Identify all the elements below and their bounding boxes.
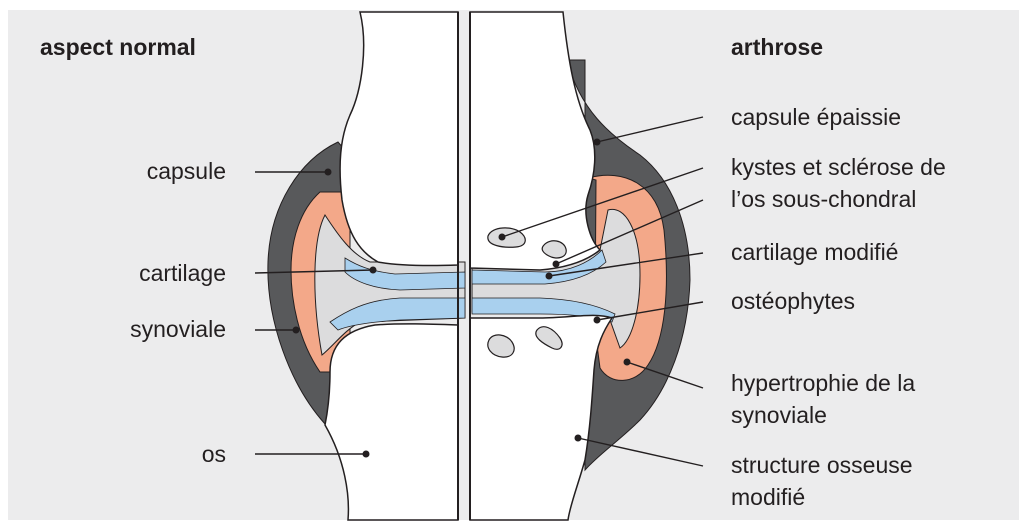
pointer-dot [624, 359, 631, 366]
title-arthrosis: arthrose [731, 34, 823, 60]
pointer-dot [363, 451, 370, 458]
pointer-dot [594, 139, 601, 146]
label-structure-line1: structure osseuse [731, 452, 913, 478]
pointer-dot [553, 261, 560, 268]
pointer-dot [546, 273, 553, 280]
pointer-dot [293, 327, 300, 334]
label-kystes-line1: kystes et sclérose de [731, 154, 946, 180]
pointer-dot [575, 435, 582, 442]
label-hypertrophie-line1: hypertrophie de la [731, 370, 915, 396]
label-cartilage: cartilage [139, 260, 226, 286]
pointer-dot [325, 169, 332, 176]
label-capsule-epaissie: capsule épaissie [731, 104, 901, 130]
pointer-dot [370, 267, 377, 274]
label-kystes-line2: l’os sous-chondral [731, 186, 916, 212]
label-cartilage-modifie: cartilage modifié [731, 239, 898, 265]
pointer-dot [499, 234, 506, 241]
label-osteophytes: ostéophytes [731, 288, 855, 314]
title-normal: aspect normal [40, 34, 196, 60]
label-structure-line2: modifié [731, 484, 805, 510]
label-os: os [202, 441, 226, 467]
label-synoviale: synoviale [130, 316, 226, 342]
label-hypertrophie-line2: synoviale [731, 402, 827, 428]
pointer-dot [594, 317, 601, 324]
label-capsule: capsule [147, 158, 226, 184]
